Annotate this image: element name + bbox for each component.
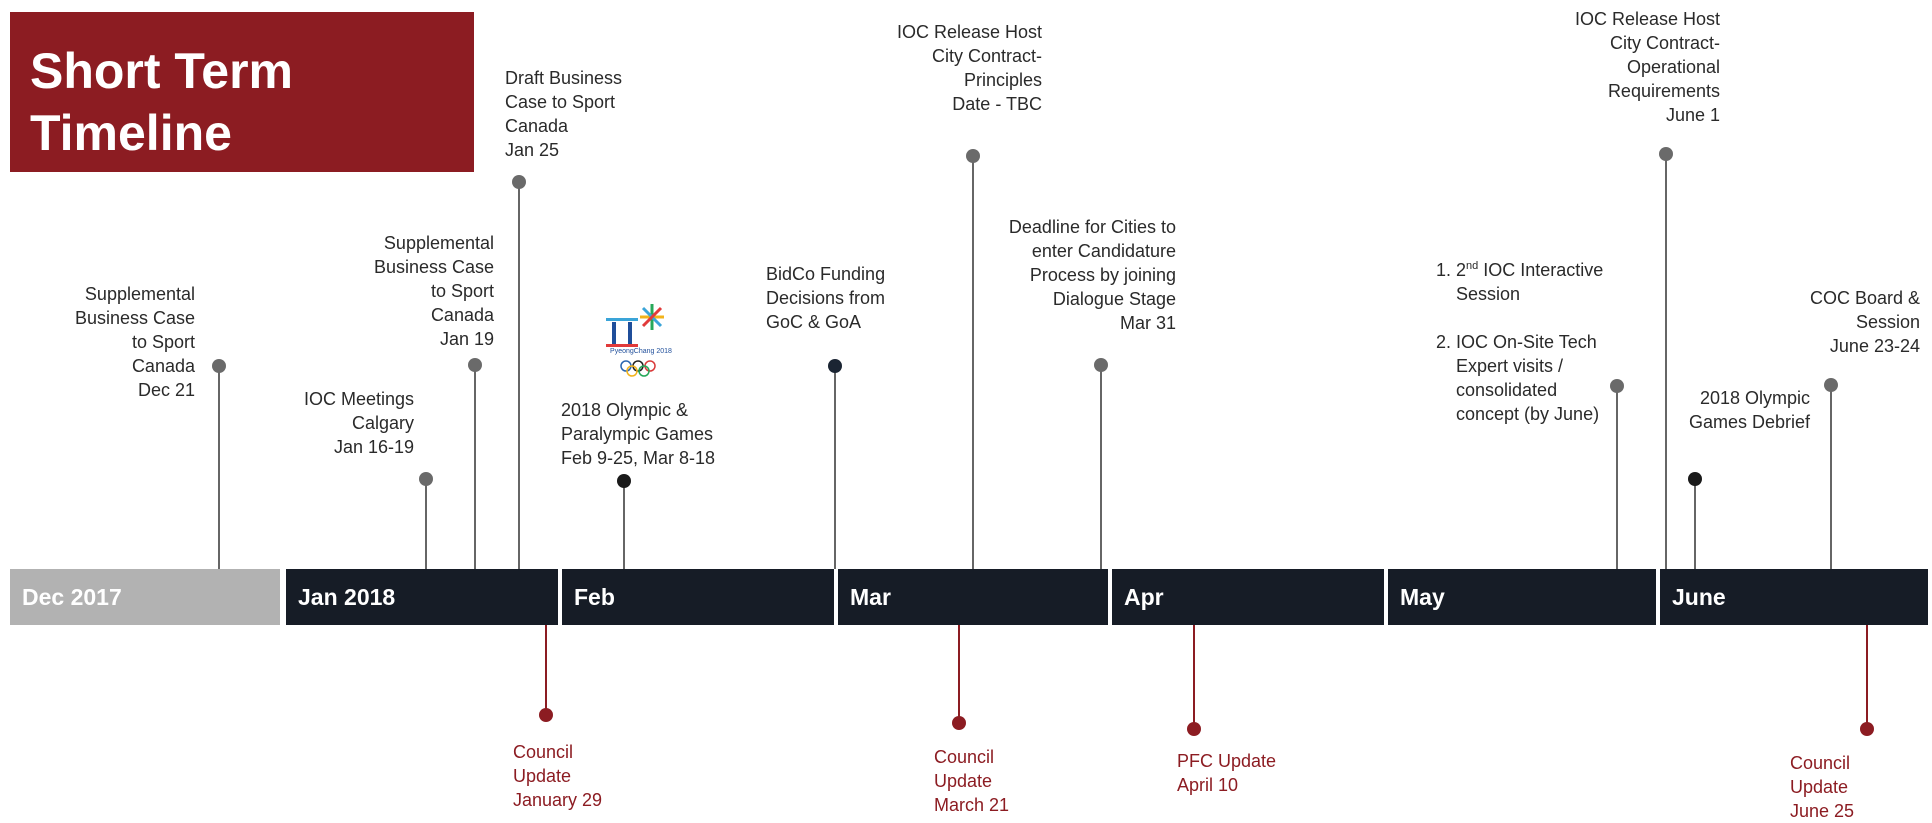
month-jan-2018: Jan 2018 [286,569,558,625]
stem-ioc-principles [972,156,974,569]
stem-ioc-calgary [425,479,427,569]
stem-deadline [1100,365,1102,569]
event-olympics-2018: 2018 Olympic & Paralympic Games Feb 9-25… [561,400,716,468]
event-ioc-calgary: IOC Meetings Calgary Jan 16-19 [303,389,414,457]
event-bidco: BidCo Funding Decisions from GoC & GoA [766,264,886,332]
logo-caption: PyeongChang 2018 [610,348,672,355]
marker-olympics [617,474,631,488]
event-council-jan29: Council Update January 29 [513,742,603,810]
event-supp-jan19: Supplemental Business Case to Sport Cana… [373,233,494,349]
stem-pfc-apr10 [1193,625,1195,729]
month-mar: Mar [838,569,1108,625]
stem-ioc-operational [1665,154,1667,569]
month-june: June [1660,569,1928,625]
event-council-mar21: Council Update March 21 [934,747,1010,815]
event-council-jun25: Council Update June 25 [1790,753,1855,821]
month-may: May [1388,569,1656,625]
marker-council-jan29 [539,708,553,722]
marker-pfc-apr10 [1187,722,1201,736]
stem-olympics [623,481,625,569]
marker-supp-jan19 [468,358,482,372]
pyeongchang-2018-logo [606,304,664,377]
marker-ioc-operational [1659,147,1673,161]
marker-interactive [1610,379,1624,393]
stem-council-jun25 [1866,625,1868,729]
stem-bidco [834,366,836,569]
event-pfc-apr10: PFC Update April 10 [1177,751,1277,795]
event-deadline-mar31: Deadline for Cities to enter Candidature… [1008,217,1176,333]
event-draft-jan25: Draft Business Case to Sport Canada Jan … [505,68,623,160]
marker-supp-dec21 [212,359,226,373]
event-coc-board: COC Board & Session June 23-24 [1809,288,1920,356]
marker-draft-jan25 [512,175,526,189]
stem-supp-jan19 [474,365,476,569]
month-apr: Apr [1112,569,1384,625]
marker-ioc-calgary [419,472,433,486]
event-ioc-principles: IOC Release Host City Contract- Principl… [896,22,1042,114]
event-ioc-operational: IOC Release Host City Contract- Operatio… [1574,9,1720,125]
stem-council-mar21 [958,625,960,723]
stem-interactive [1616,386,1618,569]
event-debrief: 2018 Olympic Games Debrief [1688,388,1810,432]
list-item: IOC On-Site Tech Expert visits / consoli… [1456,330,1624,426]
marker-council-mar21 [952,716,966,730]
marker-deadline [1094,358,1108,372]
stem-coc-board [1830,385,1832,569]
marker-bidco [828,359,842,373]
event-supp-dec21: Supplemental Business Case to Sport Cana… [74,284,195,400]
stem-supp-dec21 [218,366,220,569]
list-item: 2nd IOC Interactive Session [1456,254,1624,306]
interactive-session-list: 2nd IOC Interactive Session IOC On-Site … [1434,206,1624,474]
marker-coc-board [1824,378,1838,392]
title-banner: Short Term Timeline [10,12,474,172]
page-title: Short Term Timeline [30,43,293,161]
marker-debrief [1688,472,1702,486]
stem-debrief [1694,479,1696,569]
marker-council-jun25 [1860,722,1874,736]
month-dec-2017: Dec 2017 [10,569,280,625]
stem-draft-jan25 [518,182,520,569]
marker-ioc-principles [966,149,980,163]
month-feb: Feb [562,569,834,625]
stem-council-jan29 [545,625,547,715]
